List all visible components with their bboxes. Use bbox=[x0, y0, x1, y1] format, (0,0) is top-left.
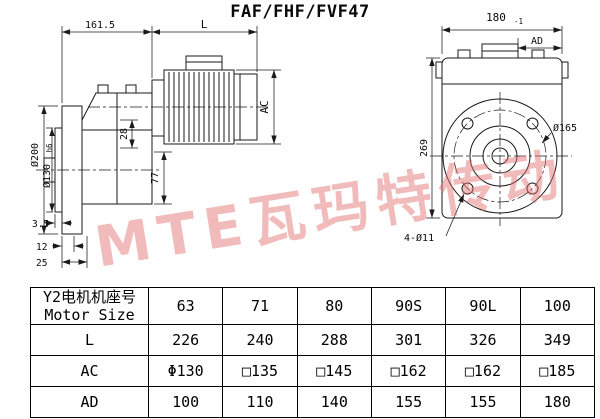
dim-161-5-label: 161.5 bbox=[85, 20, 115, 31]
dim-cell: □135 bbox=[222, 355, 298, 387]
dim-d130-label: Ø130 bbox=[41, 164, 53, 188]
side-view-geometry bbox=[36, 55, 268, 235]
dimension-lines bbox=[38, 26, 563, 268]
dim-cell: 288 bbox=[296, 324, 372, 356]
dim-cell: 180 bbox=[519, 386, 596, 418]
motor-size-label-cn: Y2电机机座号 bbox=[42, 288, 137, 307]
dim-cell: 140 bbox=[296, 386, 372, 418]
size-column-header: 63 bbox=[147, 287, 224, 325]
dim-d200-label: Ø200 bbox=[29, 143, 41, 167]
dim-cell: □145 bbox=[296, 355, 372, 387]
motor-size-label-en: Motor Size bbox=[44, 306, 135, 324]
dim-4xd11-label: 4-Ø11 bbox=[404, 232, 434, 244]
front-view-geometry bbox=[430, 43, 572, 226]
dim-180-tolerance-label: -1 bbox=[514, 17, 523, 26]
dim-cell: 155 bbox=[445, 386, 521, 418]
dim-3-5-label: 3.5 bbox=[32, 219, 49, 230]
dim-cell: 155 bbox=[370, 386, 447, 418]
dim-cell: □162 bbox=[370, 355, 447, 387]
table-row-L: L 226 240 288 301 326 349 bbox=[30, 324, 596, 356]
dim-cell: 301 bbox=[370, 324, 447, 356]
dim-d130-tolerance-label: h6 bbox=[45, 143, 54, 153]
dim-cell: 100 bbox=[147, 386, 224, 418]
dim-cell: □185 bbox=[519, 355, 596, 387]
row-label: L bbox=[30, 324, 149, 356]
size-column-header: 90S bbox=[370, 287, 447, 325]
motor-size-header-cell: Y2电机机座号 Motor Size bbox=[30, 287, 149, 325]
dimension-table: Y2电机机座号 Motor Size 63 71 80 90S 90L 100 … bbox=[30, 287, 596, 418]
dim-269-label: 269 bbox=[419, 139, 430, 157]
dim-cell: Φ130 bbox=[147, 355, 224, 387]
dim-28-label: 28 bbox=[119, 128, 130, 140]
table-row-AD: AD 100 110 140 155 155 180 bbox=[30, 386, 596, 418]
dim-cell: 349 bbox=[519, 324, 596, 356]
dim-cell: 240 bbox=[222, 324, 298, 356]
dim-cell: □162 bbox=[445, 355, 521, 387]
size-column-header: 80 bbox=[296, 287, 372, 325]
size-column-header: 100 bbox=[519, 287, 596, 325]
dim-cell: 326 bbox=[445, 324, 521, 356]
table-header-row: Y2电机机座号 Motor Size 63 71 80 90S 90L 100 bbox=[30, 287, 596, 325]
dim-77-label: 77 bbox=[150, 172, 161, 184]
size-column-header: 71 bbox=[222, 287, 298, 325]
dim-cell: 226 bbox=[147, 324, 224, 356]
dim-AD-label: AD bbox=[531, 36, 543, 47]
dim-25-label: 25 bbox=[36, 258, 47, 269]
dim-180-label: 180 bbox=[486, 11, 506, 24]
dim-12-label: 12 bbox=[36, 242, 47, 253]
row-label: AD bbox=[30, 386, 149, 418]
size-column-header: 90L bbox=[445, 287, 521, 325]
row-label: AC bbox=[30, 355, 149, 387]
dim-d165-label: Ø165 bbox=[553, 122, 577, 134]
table-row-AC: AC Φ130 □135 □145 □162 □162 □185 bbox=[30, 355, 596, 387]
drawing-title: FAF/FHF/FVF47 bbox=[230, 2, 370, 22]
dim-AC-label: AC bbox=[258, 100, 271, 113]
dim-L-label: L bbox=[201, 18, 208, 31]
dim-cell: 110 bbox=[222, 386, 298, 418]
